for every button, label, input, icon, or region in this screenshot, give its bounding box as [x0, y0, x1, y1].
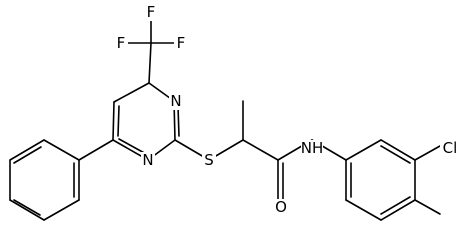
- atom-sulfur: S: [204, 151, 214, 169]
- bond-c6-c5: [112, 101, 115, 141]
- bond-c6-c5-inner: [117, 105, 120, 137]
- atom-f-left: F: [117, 34, 126, 52]
- bond-ar-2-inner: [380, 145, 411, 164]
- bond-ph-5-inner: [13, 146, 42, 164]
- bond-ar-1: [345, 139, 382, 161]
- atom-n-pyrimidine-upper: N: [170, 92, 181, 110]
- atom-labels: F F F N N S NH O Cl: [114, 3, 460, 216]
- bond-n3-c2-inner: [177, 105, 180, 137]
- atom-n-pyrimidine-lower: N: [142, 151, 153, 169]
- bond-ph-3: [9, 199, 45, 221]
- molecule-canvas: F F F N N S NH O Cl: [9, 3, 460, 221]
- structure-diagram: F F F N N S NH O Cl: [9, 3, 460, 221]
- bond-ar-4-inner: [380, 196, 411, 215]
- bond-ar-2: [380, 139, 416, 161]
- bond-ch-carbonyl: [242, 139, 279, 161]
- bond-ar-5: [345, 199, 382, 221]
- bond-cf3-ring: [148, 42, 152, 84]
- chloromethylphenyl-ring: [345, 139, 441, 221]
- bond-ar-4: [380, 199, 416, 221]
- atom-chlorine: Cl: [443, 139, 458, 157]
- trifluoromethyl-group: [127, 18, 175, 84]
- atom-f-top: F: [147, 3, 156, 21]
- bond-ph-5: [9, 139, 45, 161]
- bond-ph-6: [43, 139, 80, 161]
- bond-ar-cl: [414, 145, 441, 161]
- bond-ar-methyl: [414, 199, 441, 215]
- bond-ph-3-inner: [13, 199, 41, 216]
- atom-f-right: F: [177, 34, 186, 52]
- bond-pyr-phenyl: [78, 139, 114, 161]
- phenyl-ring: [9, 139, 114, 221]
- bond-ph-2: [43, 199, 80, 221]
- atom-amide-nh: NH: [301, 139, 324, 157]
- bond-c5-c4: [113, 82, 150, 103]
- atom-oxygen: O: [275, 198, 287, 216]
